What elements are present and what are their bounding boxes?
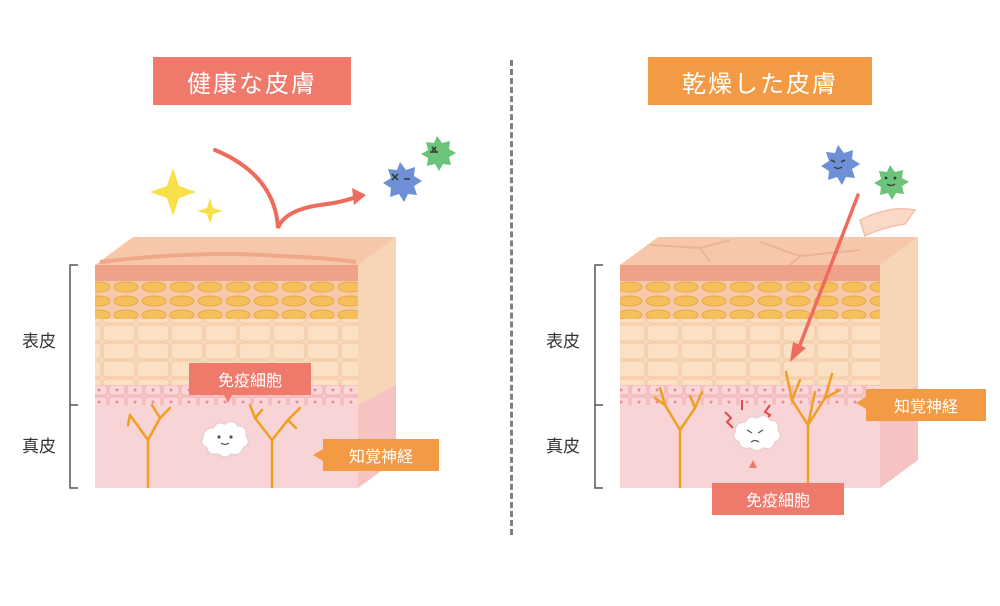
germ-green-icon-right (874, 165, 909, 200)
dry-immune-cell-tag: 免疫細胞 (712, 483, 844, 515)
dry-stratum-corneum (620, 265, 880, 281)
germ-blue-icon-right (821, 145, 860, 185)
dashed-divider (510, 60, 513, 535)
healthy-dermis-label: 真皮 (22, 437, 56, 457)
healthy-immune-cell (200, 420, 250, 458)
bounce-arrow (213, 148, 360, 229)
healthy-epidermis-label: 表皮 (22, 332, 56, 352)
penetration-arrow (796, 193, 860, 352)
healthy-granular-layer (95, 281, 358, 319)
healthy-nerve-left (126, 403, 172, 489)
healthy-layer-bracket (69, 264, 78, 489)
dry-top-face (620, 237, 918, 265)
dry-dermis-label: 真皮 (546, 437, 580, 457)
dry-skin-title: 乾燥した皮膚 (648, 57, 872, 105)
dry-nerve-right (784, 370, 842, 489)
dry-basal-layer (620, 385, 880, 405)
dry-peeling-flake (859, 208, 917, 238)
dry-nerve-left (653, 386, 704, 489)
healthy-nerve-tag: 知覚神経 (323, 439, 439, 471)
dry-nerve-tag: 知覚神経 (866, 389, 986, 421)
healthy-skin-block (95, 237, 396, 489)
dry-granular-layer (620, 281, 880, 319)
dry-epidermis-label: 表皮 (546, 332, 580, 352)
germ-blue-icon (383, 162, 422, 202)
germ-green-icon (421, 136, 456, 171)
healthy-immune-cell-tag: 免疫細胞 (189, 363, 311, 395)
healthy-nerve-right (248, 403, 302, 489)
healthy-stratum-corneum (95, 265, 358, 281)
healthy-skin-title: 健康な皮膚 (153, 57, 351, 105)
dry-skin-block (620, 208, 918, 489)
dry-immune-cell (732, 414, 782, 452)
dry-spinous-layer (620, 319, 880, 385)
dry-layer-bracket (594, 264, 603, 489)
sparkle-icon (150, 168, 223, 224)
